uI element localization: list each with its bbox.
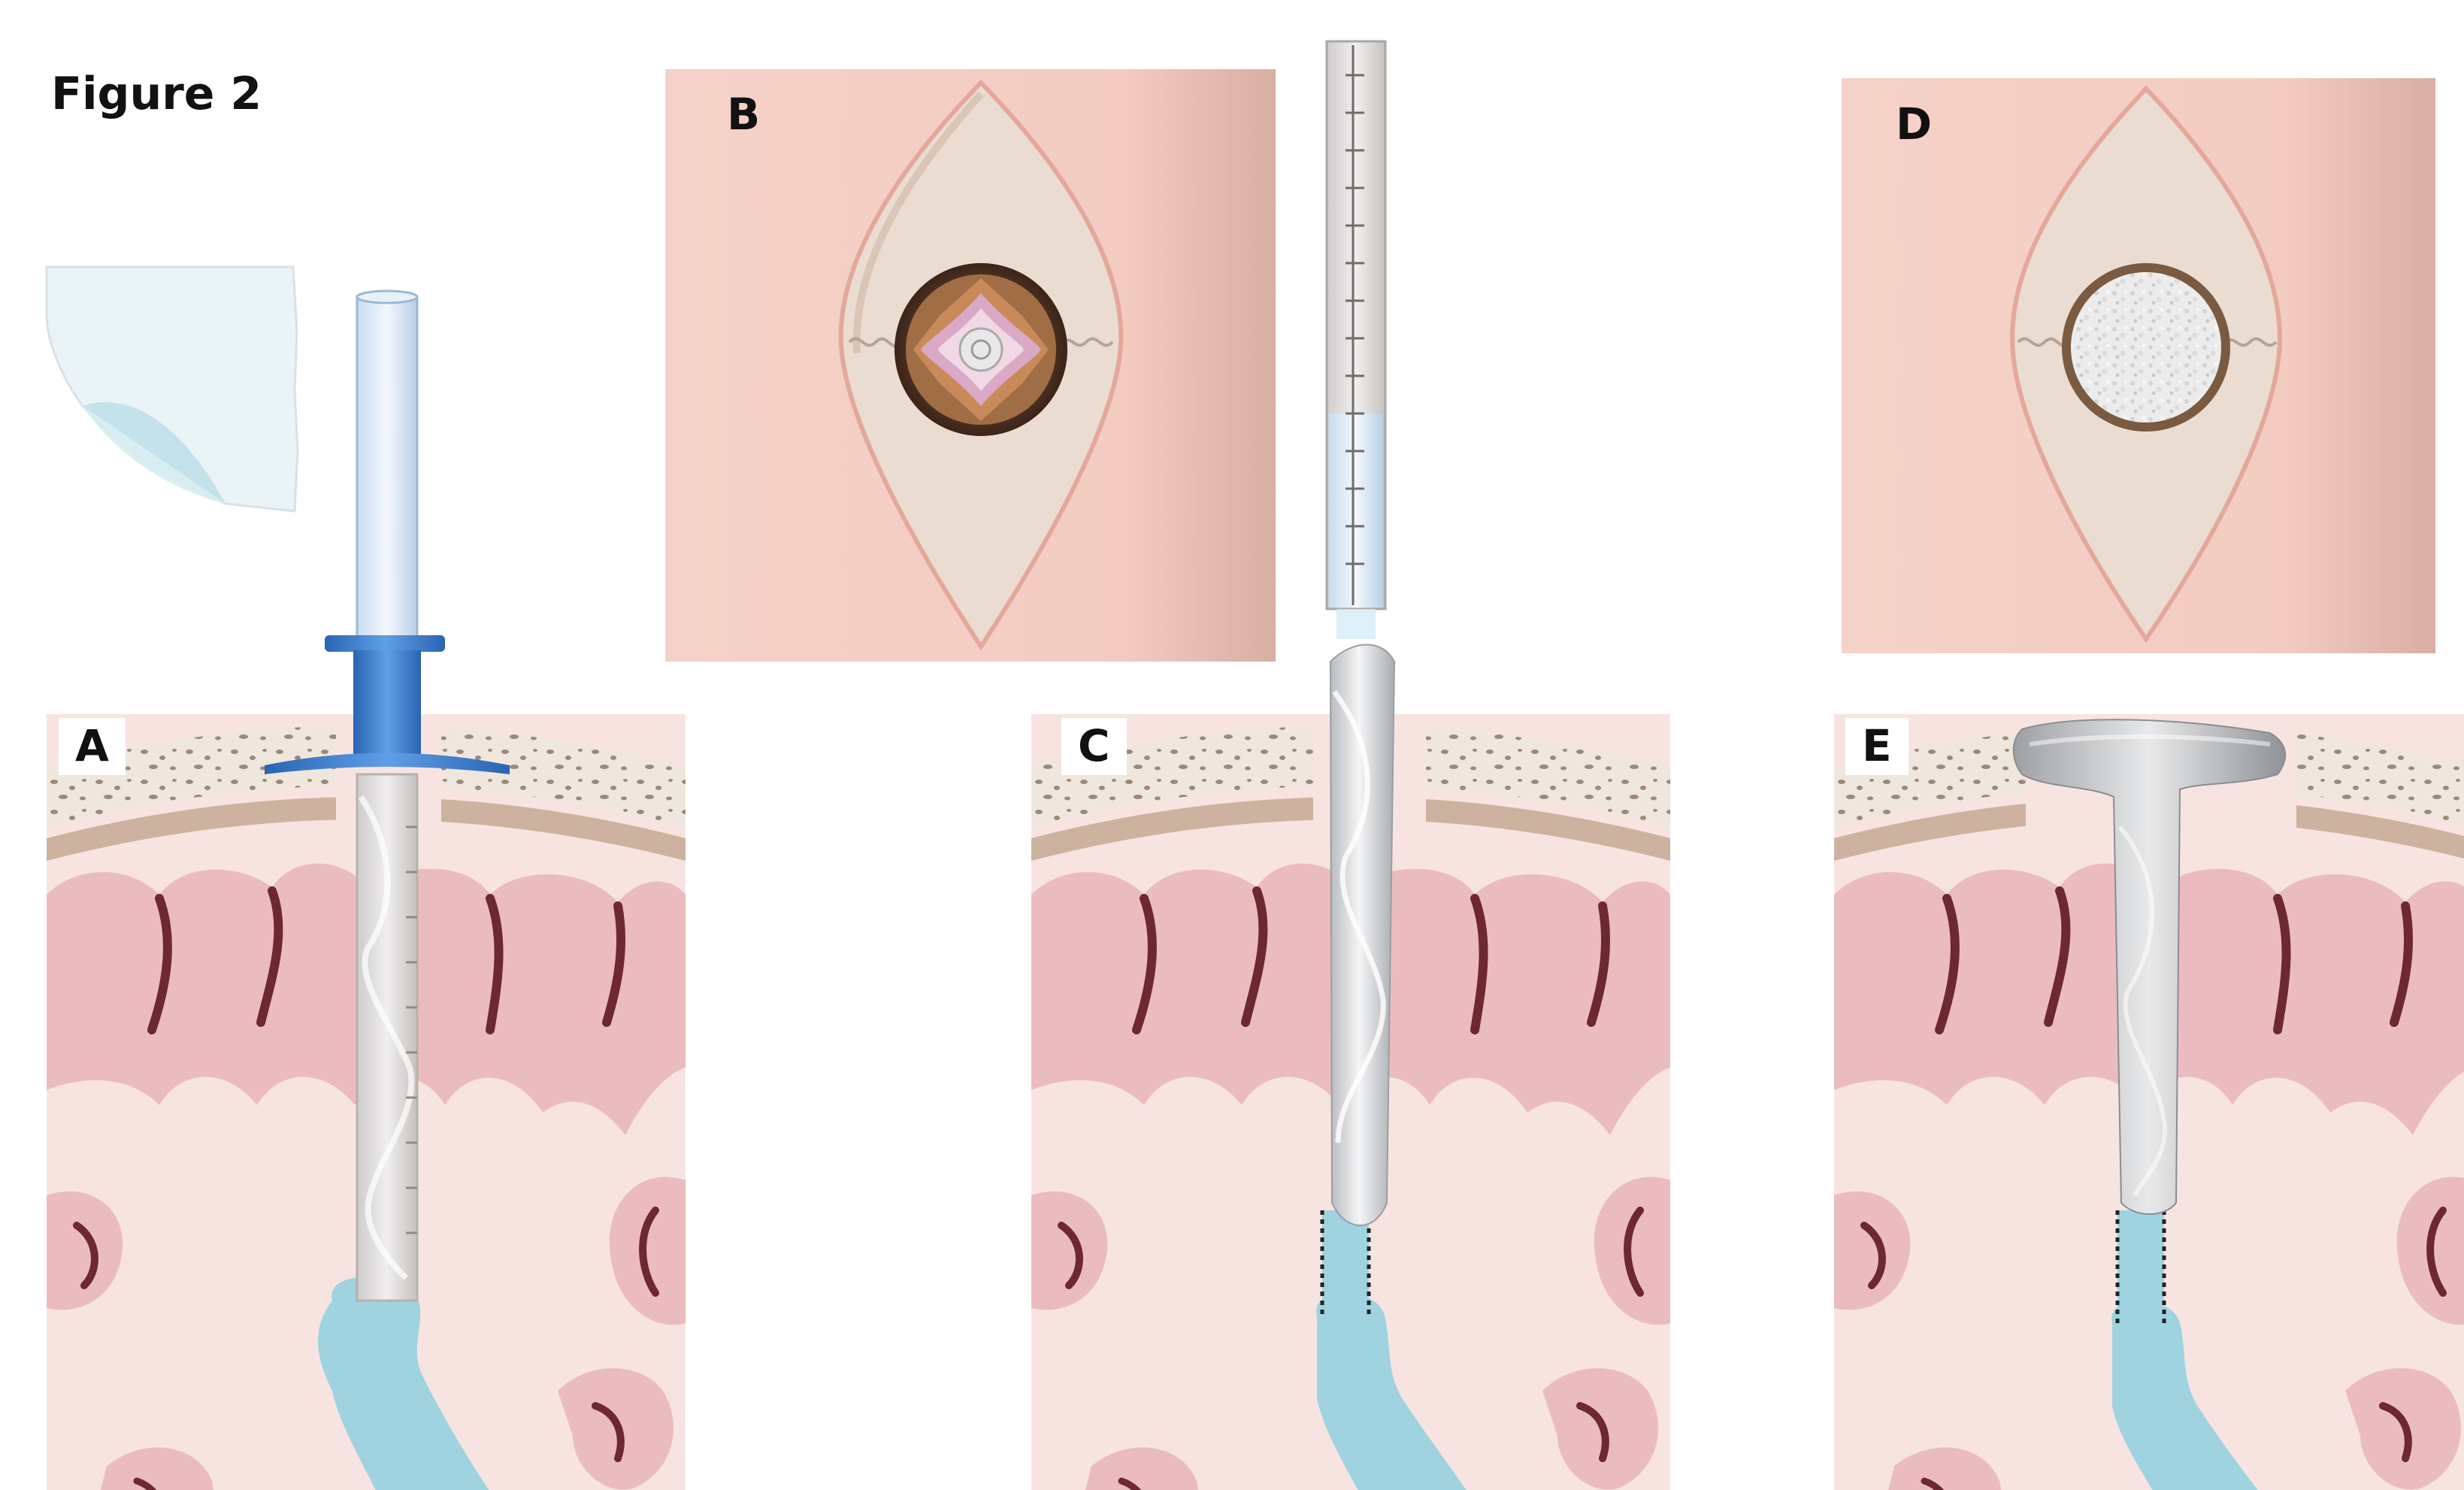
- figure-title: Figure 2: [51, 68, 262, 120]
- panel-label-d: D: [1896, 98, 1933, 150]
- panel-c: [1031, 40, 1670, 1490]
- panel-label-b: B: [727, 89, 761, 140]
- collagen-plug: [2012, 719, 2287, 1215]
- panel-label-c: C: [1061, 718, 1127, 775]
- cannula-icon: [356, 295, 419, 652]
- panel-b: [665, 69, 1276, 662]
- panel-e: [1834, 714, 2464, 1490]
- panel-label-a: A: [59, 718, 126, 775]
- panel-a: [47, 265, 686, 1490]
- panel-d: [1842, 78, 2435, 653]
- cannula-hub: [325, 635, 445, 652]
- panel-label-e: E: [1845, 718, 1909, 775]
